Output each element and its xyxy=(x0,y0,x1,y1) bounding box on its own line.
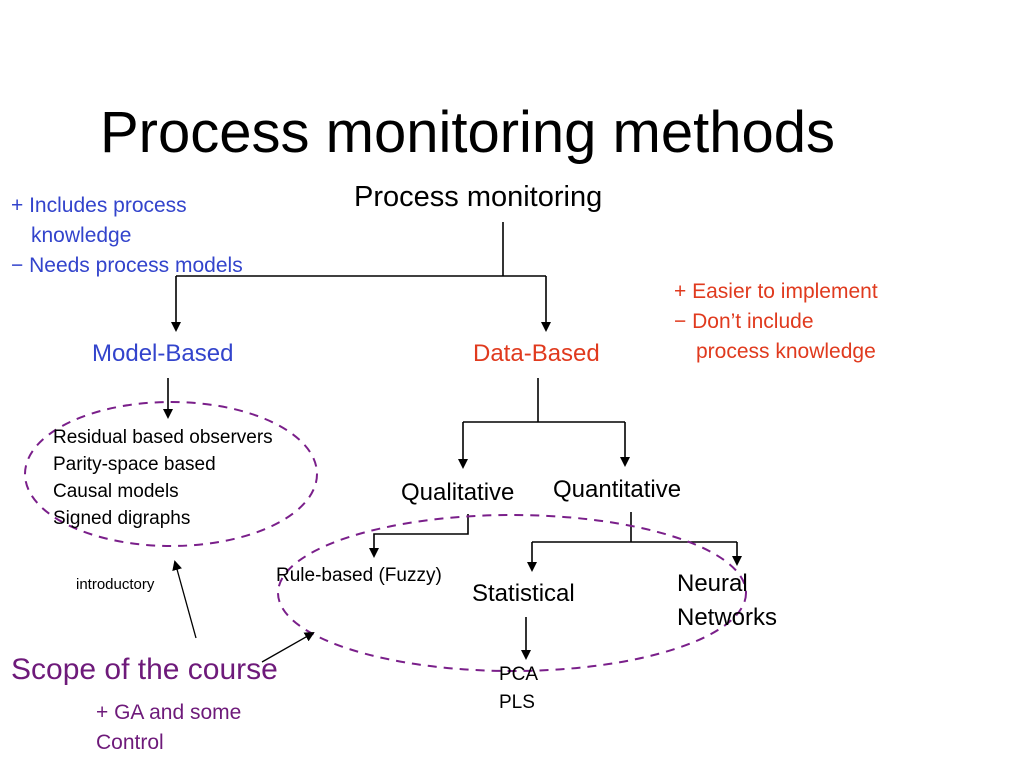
model-method-item: Causal models xyxy=(53,481,179,502)
node-model-based: Model-Based xyxy=(92,340,234,367)
data-con-1: − Don’t include xyxy=(674,310,814,333)
model-methods-ellipse xyxy=(24,401,318,547)
node-quantitative: Quantitative xyxy=(553,476,682,503)
data-con-2: process knowledge xyxy=(696,340,876,363)
node-rule-based: Rule-based (Fuzzy) xyxy=(276,565,442,586)
slide-title: Process monitoring methods xyxy=(100,100,835,165)
scope-label: Scope of the course xyxy=(11,653,278,686)
node-process-monitoring: Process monitoring xyxy=(354,181,603,213)
data-pro-1: + Easier to implement xyxy=(674,280,878,303)
introductory-label: introductory xyxy=(76,576,155,593)
model-con-1: − Needs process models xyxy=(11,254,243,277)
node-pls: PLS xyxy=(499,692,535,713)
arrow-scope-to-model-ellipse xyxy=(172,560,197,639)
model-method-item: Signed digraphs xyxy=(53,508,191,529)
model-pro-2: knowledge xyxy=(31,224,132,247)
model-method-item: Parity-space based xyxy=(53,454,216,475)
node-pca: PCA xyxy=(499,664,539,685)
scope-ellipse xyxy=(277,514,747,672)
scope-extra-line1: + GA and some xyxy=(96,701,242,724)
arrow-to-rule-based xyxy=(369,514,469,558)
node-statistical: Statistical xyxy=(472,580,575,607)
node-neural-networks-line1: Neural xyxy=(677,570,748,597)
model-pro-1: + Includes process xyxy=(11,194,187,217)
arrow-scope-to-data-ellipse xyxy=(261,632,315,663)
node-data-based: Data-Based xyxy=(473,340,600,367)
node-qualitative: Qualitative xyxy=(401,479,515,506)
node-neural-networks-line2: Networks xyxy=(677,604,778,631)
scope-extra-line2: Control xyxy=(96,731,164,754)
model-method-item: Residual based observers xyxy=(53,427,273,448)
